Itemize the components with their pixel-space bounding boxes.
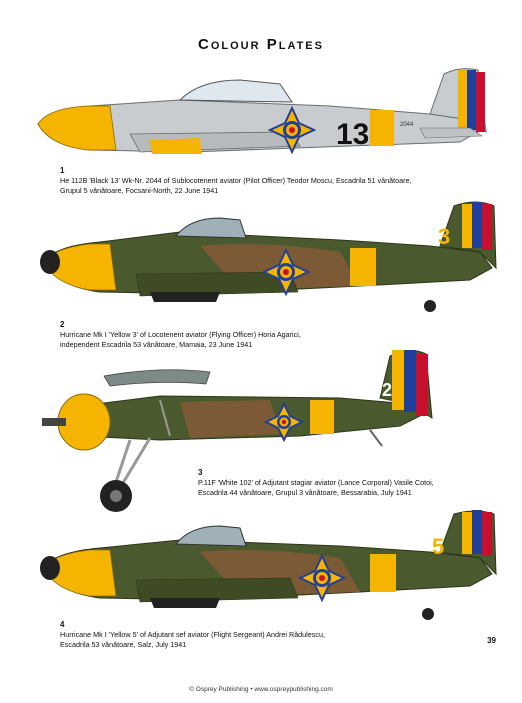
- caption-line: Hurricane Mk I 'Yellow 3' of Locotenent …: [60, 330, 301, 339]
- page-number: 39: [487, 636, 496, 645]
- plate-3-illustration: 102: [42, 350, 433, 512]
- plate-1-number: 1: [60, 166, 65, 175]
- plate-1-illustration: 13 2044: [37, 68, 487, 155]
- page-title: Colour Plates: [198, 36, 324, 53]
- plate-4-number: 4: [60, 620, 65, 629]
- plate-2-caption: 2 Hurricane Mk I 'Yellow 3' of Locotenen…: [60, 320, 301, 350]
- plate-4-marking: 5: [432, 534, 444, 559]
- plate-2-illustration: 3: [40, 201, 497, 312]
- caption-line: independent Escadrila 53 vânătoare, Mama…: [60, 340, 253, 349]
- plate-2-number: 2: [60, 320, 65, 329]
- plate-4-caption: 4 Hurricane Mk I 'Yellow 5' of Adjutant …: [60, 620, 325, 650]
- plate-3-caption: 3 P.11F 'White 102' of Adjutant stagiar …: [198, 468, 434, 498]
- plate-1-caption: 1 He 112B 'Black 13' Wk-Nr. 2044 of Subl…: [60, 166, 412, 196]
- caption-line: He 112B 'Black 13' Wk-Nr. 2044 of Subloc…: [60, 176, 412, 185]
- footer-copyright: © Osprey Publishing • www.ospreypublishi…: [189, 686, 333, 693]
- plate-2-marking: 3: [438, 224, 450, 249]
- caption-line: Hurricane Mk I 'Yellow 5' of Adjutant se…: [60, 630, 325, 639]
- plate-1-serial: 2044: [400, 122, 414, 128]
- plate-1-marking: 13: [336, 118, 369, 151]
- plate-3-marking: 102: [362, 380, 392, 400]
- caption-line: Grupul 5 vânătoare, Focsani-North, 22 Ju…: [60, 186, 219, 195]
- caption-line: P.11F 'White 102' of Adjutant stagiar av…: [198, 478, 434, 487]
- caption-line: Escadrila 44 vânătoare, Grupul 3 vânătoa…: [198, 488, 412, 497]
- plate-3-number: 3: [198, 468, 203, 477]
- caption-line: Escadrila 53 vânătoare, Salz, July 1941: [60, 640, 187, 649]
- plate-4-illustration: 5: [40, 510, 497, 620]
